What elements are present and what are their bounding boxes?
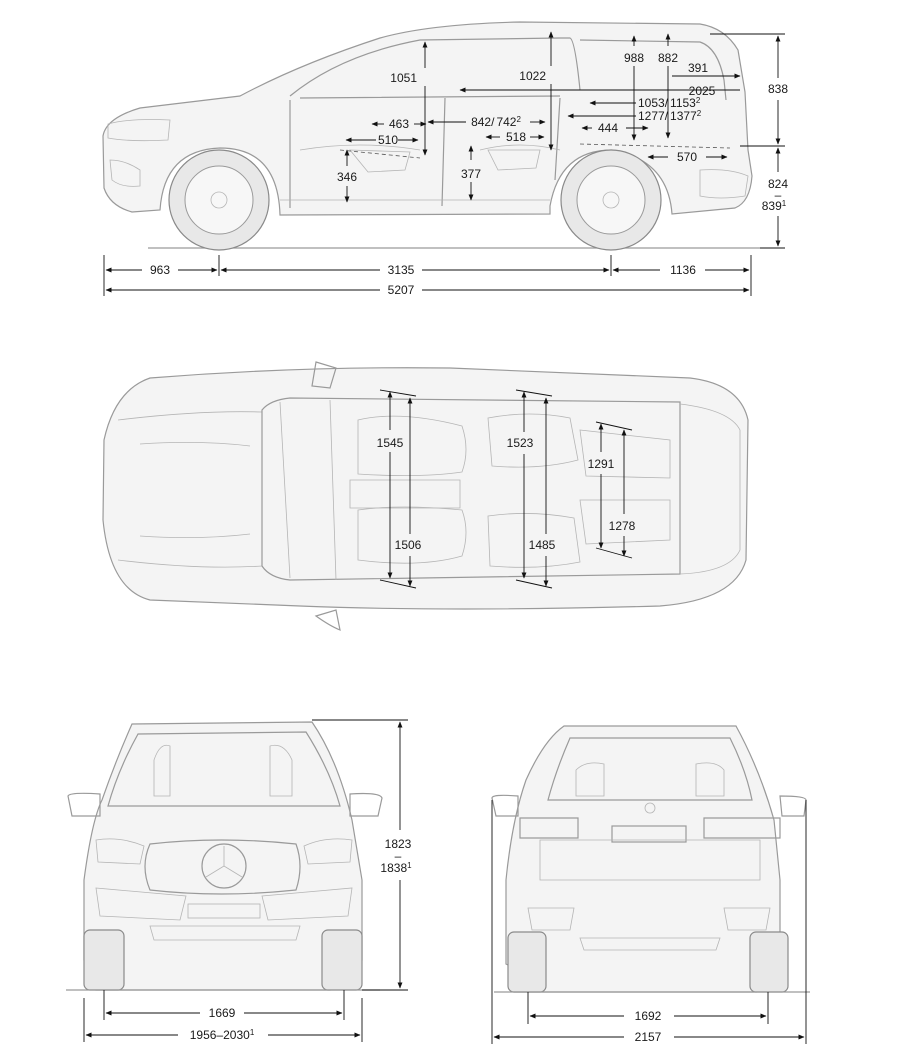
cargo-dimensions: 391 2025 1053/11532 1277/13772 444 570 [459, 61, 741, 164]
shoulder-second-label: 1523 [507, 436, 534, 450]
rear-view: 1692 2157 [491, 725, 810, 1044]
front-width-dimensions: 1669 1956–20301 [83, 990, 363, 1042]
height-838-label: 838 [768, 82, 788, 96]
cargo-391-label: 391 [688, 61, 708, 75]
rear-overhang-label: 1136 [670, 263, 696, 277]
side-height-dimensions: 838 824 – 8391 [710, 33, 788, 249]
front-height-b-label: 18381 [380, 861, 412, 875]
front-view: 1823 – 18381 1669 1956–20301 [66, 719, 412, 1042]
elbow-second-label: 1485 [529, 538, 556, 552]
height-824-label: 824 [768, 177, 788, 191]
width-mirrors-label: 2157 [635, 1030, 662, 1044]
front-height-a-label: 1823 [385, 837, 412, 851]
front-height-dimensions: 1823 – 18381 [312, 719, 412, 991]
overall-length-label: 5207 [388, 283, 415, 297]
second-row-dimensions: 842/7422 518 377 [427, 115, 546, 201]
seat-front-label: 510 [378, 133, 398, 147]
cargo-1053-label: 1053/11532 [638, 96, 701, 110]
legroom-second-label: 842/7422 [471, 115, 521, 129]
track-rear-label: 1692 [635, 1009, 662, 1023]
second-row-width-dimensions: 1523 1485 [507, 389, 556, 589]
track-front-label: 1669 [209, 1006, 236, 1020]
cargo-1277-label: 1277/13772 [638, 109, 702, 123]
seat-height-second-label: 377 [461, 167, 481, 181]
seat-height-front-label: 346 [337, 170, 357, 184]
seat-second-label: 518 [506, 130, 526, 144]
side-view: 963 3135 1136 5207 838 824 – 8391 [102, 21, 788, 297]
headroom-second-label: 1022 [519, 69, 546, 83]
rear-width-dimensions: 1692 2157 [491, 800, 807, 1044]
shoulder-third-label: 1291 [588, 457, 615, 471]
front-view-body [66, 721, 383, 991]
front-row-width-dimensions: 1545 1506 [377, 389, 422, 589]
legroom-front-label: 463 [389, 117, 409, 131]
elbow-third-label: 1278 [609, 519, 636, 533]
front-width-label: 1956–20301 [190, 1028, 255, 1042]
cargo-570-label: 570 [677, 150, 697, 164]
cargo-2025-label: 2025 [689, 84, 716, 98]
headroom-dimensions: 1051 1022 988 882 [390, 31, 678, 156]
headroom-third-a-label: 988 [624, 51, 644, 65]
wheelbase-label: 3135 [388, 263, 415, 277]
front-overhang-label: 963 [150, 263, 170, 277]
side-view-body [102, 21, 760, 251]
shoulder-front-label: 1545 [377, 436, 404, 450]
top-view: 1545 1506 1523 1485 1291 1278 [102, 361, 749, 631]
elbow-front-label: 1506 [395, 538, 422, 552]
top-view-body [102, 361, 749, 631]
height-lower-separator: – [775, 188, 782, 202]
side-length-dimensions: 963 3135 1136 5207 [103, 255, 752, 297]
headroom-front-label: 1051 [390, 71, 417, 85]
front-seat-dimensions: 463 510 346 [337, 117, 427, 203]
cargo-444-label: 444 [598, 121, 618, 135]
third-row-width-dimensions: 1291 1278 [588, 421, 636, 559]
height-839-label: 8391 [762, 199, 787, 213]
rear-view-body [491, 725, 810, 993]
headroom-third-b-label: 882 [658, 51, 678, 65]
front-height-separator: – [395, 849, 402, 863]
